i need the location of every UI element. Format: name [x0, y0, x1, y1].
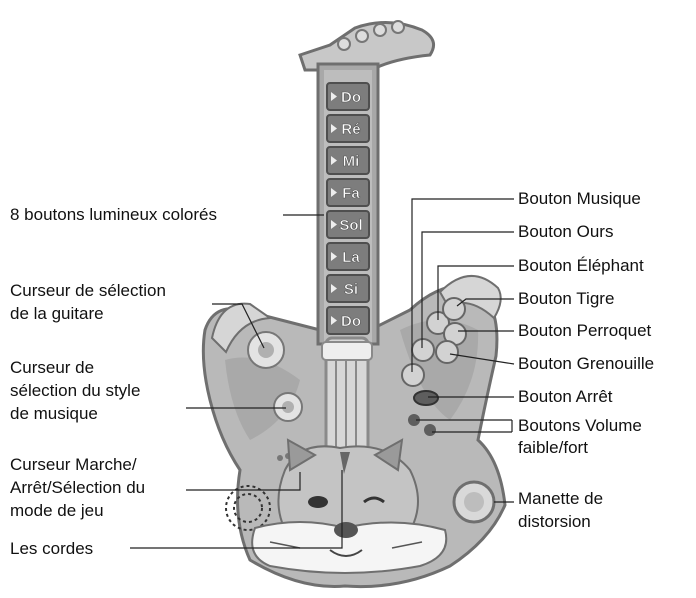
label-strings: Les cordes [10, 539, 94, 558]
key-button-1[interactable] [326, 82, 370, 111]
key-label: Mi [343, 153, 360, 170]
strings-bar-top [321, 341, 373, 361]
leader-power [186, 472, 301, 491]
key-button-6[interactable] [326, 242, 370, 271]
power-dot [277, 455, 283, 461]
label-stop-button: Bouton Arrêt [518, 387, 613, 406]
body-pattern [225, 357, 300, 440]
label-style-select-line1: Curseur de [10, 358, 95, 377]
tiger-ear-left [286, 438, 317, 472]
whisker [391, 541, 423, 549]
label-left-buttons: 8 boutons lumineux colorés [10, 205, 217, 224]
key-arrow-icon [331, 252, 337, 261]
leader-elephant [437, 265, 514, 320]
key-button-5[interactable] [326, 210, 370, 239]
key-label: Si [344, 281, 358, 298]
key-arrow-icon [331, 156, 337, 165]
volume-high-button[interactable] [424, 424, 436, 436]
key-button-7[interactable] [326, 274, 370, 303]
label-style-select-line2: sélection du style [10, 381, 141, 400]
speaker-grille-inner [233, 493, 263, 523]
key-label: Ré [341, 121, 360, 138]
key-arrow-icon [331, 92, 337, 101]
distortion-knob-center [464, 492, 484, 512]
leader-lines [130, 198, 515, 549]
label-power-line1: Curseur Marche/ [10, 455, 137, 474]
tiger-stripe [340, 452, 350, 474]
key-button-2[interactable] [326, 114, 370, 143]
tuning-peg [391, 20, 405, 34]
label-frog-button: Bouton Grenouille [518, 354, 655, 373]
stop-button[interactable] [413, 390, 439, 406]
label-guitar-select-line1: Curseur de sélection [10, 281, 166, 300]
tiger-nose [334, 522, 358, 538]
label-distortion-line1: Manette de [518, 489, 604, 508]
key-label: La [342, 249, 360, 266]
key-label: Do [341, 313, 361, 330]
key-button-8[interactable] [326, 306, 370, 335]
label-volume-line1: Boutons Volume [518, 416, 642, 435]
label-elephant-button: Bouton Éléphant [518, 256, 644, 275]
label-volume-line2: faible/fort [518, 438, 588, 457]
headstock [298, 20, 436, 72]
key-arrow-icon [331, 188, 337, 197]
left-horn [210, 302, 273, 354]
key-arrow-icon [331, 220, 337, 229]
tiger-mouth [329, 549, 363, 557]
key-arrow-icon [331, 284, 337, 293]
label-style-select-line3: de musique [10, 404, 98, 423]
tuning-peg [355, 29, 369, 43]
leader-frog [449, 353, 515, 365]
leader-bear [421, 231, 514, 348]
right-horn [438, 274, 502, 320]
guitar-select-knob-center [258, 342, 274, 358]
leader-strings [130, 470, 343, 549]
label-music-button: Bouton Musique [518, 189, 641, 208]
label-power-line3: mode de jeu [10, 501, 104, 520]
key-button-3[interactable] [326, 146, 370, 175]
bear-button[interactable] [411, 338, 435, 362]
label-parrot-button: Bouton Perroquet [518, 321, 652, 340]
leader-guitar-select [212, 303, 265, 349]
key-arrow-icon [331, 124, 337, 133]
key-label: Sol [339, 217, 362, 234]
label-bear-button: Bouton Ours [518, 222, 614, 241]
key-label: Do [341, 89, 361, 106]
label-guitar-select-line2: de la guitare [10, 304, 104, 323]
tiger-eye-right [363, 496, 385, 504]
label-power-line2: Arrêt/Sélection du [10, 478, 146, 497]
music-button[interactable] [401, 363, 425, 387]
key-label: Fa [342, 185, 360, 202]
leader-music [411, 198, 514, 372]
label-distortion-line2: distorsion [518, 512, 591, 531]
leader-tiger [456, 298, 514, 307]
volume-low-button[interactable] [408, 414, 420, 426]
whisker [269, 541, 301, 549]
tuning-peg [373, 23, 387, 37]
frog-button[interactable] [435, 340, 459, 364]
tiger-ear-right [373, 438, 404, 472]
tiger-button[interactable] [442, 297, 466, 321]
key-arrow-icon [331, 316, 337, 325]
style-select-knob-center [282, 401, 294, 413]
label-tiger-button: Bouton Tigre [518, 289, 615, 308]
tiger-eye-left [308, 496, 328, 508]
speaker-grille [225, 485, 271, 531]
tuning-peg [337, 37, 351, 51]
key-button-4[interactable] [326, 178, 370, 207]
